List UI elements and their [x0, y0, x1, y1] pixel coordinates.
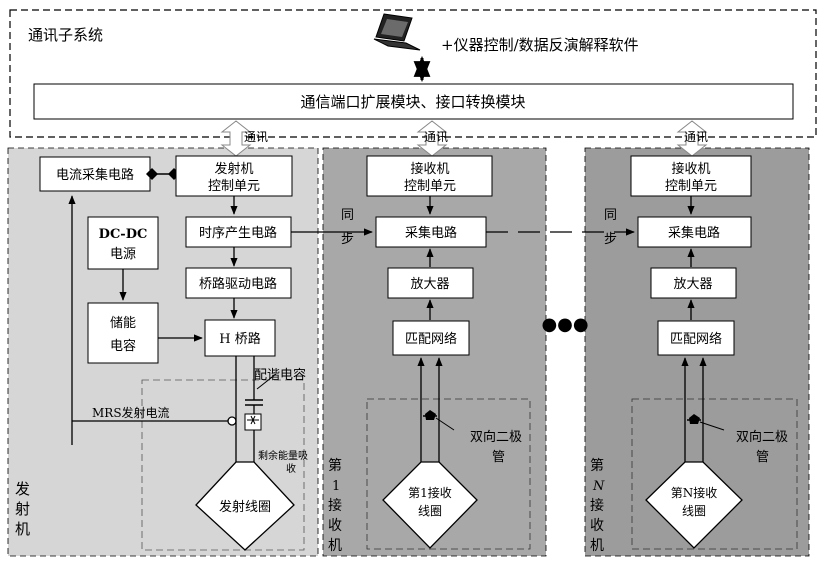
rxN-control-unit-box — [630, 155, 752, 197]
comm-subsystem-border — [9, 9, 817, 138]
tx-coil-shape — [195, 461, 295, 551]
rx1-amplifier-box — [387, 267, 474, 299]
h-bridge-label: H 桥路 — [219, 331, 260, 347]
sync-label-2a: 同 — [604, 208, 617, 223]
ellipsis-dots: ●●● — [541, 314, 588, 335]
rxN-diode-leader — [699, 421, 725, 431]
tuning-cap-leader — [256, 373, 277, 390]
rxN-side-label-3: 接 — [590, 497, 604, 514]
laptop-icon — [373, 13, 421, 51]
mrs-current-label: MRS发射电流 — [92, 405, 170, 420]
residual-energy-line2: 收 — [286, 462, 296, 475]
rxN-coil-line2: 线圈 — [682, 504, 706, 518]
residual-energy-line1: 剩余能量吸 — [258, 449, 308, 462]
dcdc-box — [87, 216, 159, 270]
tx-control-unit-line2: 控制单元 — [208, 179, 260, 194]
rxN-amplifier-box — [650, 267, 737, 299]
rxN-acquisition-box — [637, 216, 752, 248]
timing-label: 时序产生电路 — [199, 225, 277, 241]
rxN-acquisition-label: 采集电路 — [668, 225, 720, 241]
storage-cap-line1: 储能 — [110, 316, 136, 331]
rxN-side-label-5: 机 — [590, 538, 604, 554]
dcdc-line2: 电源 — [110, 247, 136, 262]
rxN-matching-box — [657, 320, 735, 356]
current-sensor-icon — [227, 416, 237, 426]
rx1-acquisition-label: 采集电路 — [405, 225, 457, 241]
comm-link-rxN-label: 通讯 — [684, 130, 708, 144]
rxN-coil-area — [631, 398, 798, 550]
rx1-side-label-2: 1 — [332, 479, 340, 494]
rx1-diode-line1: 双向二极 — [470, 429, 522, 445]
rxN-amplifier-label: 放大器 — [673, 277, 712, 292]
tuning-cap-label: 配谐电容 — [254, 367, 306, 383]
rx1-amplifier-label: 放大器 — [410, 277, 449, 292]
rx1-coil-shape — [382, 461, 478, 549]
rx1-matching-label: 匹配网络 — [405, 331, 457, 347]
rx1-diode-leader — [435, 417, 455, 431]
h-bridge-box — [204, 319, 276, 357]
timing-box — [185, 216, 292, 248]
sync-label-1a: 同 — [341, 208, 354, 223]
sync-label-2b: 步 — [604, 232, 617, 247]
port-module-box — [33, 83, 794, 120]
bridge-driver-box — [185, 267, 292, 299]
tx-side-label-3: 机 — [15, 520, 30, 538]
rxN-diode-line2: 管 — [756, 450, 769, 465]
rxN-coil-shape — [645, 461, 743, 549]
tx-coil-label: 发射线圈 — [219, 499, 271, 515]
tx-coil-area — [141, 379, 305, 551]
port-module-label: 通信端口扩展模块、接口转换模块 — [300, 93, 525, 111]
software-label: +仪器控制/数据反演解释软件 — [441, 36, 639, 54]
sync-label-1b: 步 — [341, 232, 354, 247]
rxN-matching-label: 匹配网络 — [670, 331, 722, 347]
rxN-coil-line1: 第N接收 — [671, 485, 718, 500]
comm-link-tx: 通讯 — [220, 120, 268, 157]
rx1-side-label-5: 机 — [328, 538, 342, 554]
storage-cap-line2: 电容 — [110, 338, 136, 354]
rx1-coil-area — [366, 398, 531, 550]
comm-link-rx1-label: 通讯 — [424, 130, 448, 144]
comm-subsystem-title: 通讯子系统 — [28, 26, 103, 44]
rx1-coil-line1: 第1接收 — [408, 485, 452, 500]
rxN-side-label-2: N — [592, 479, 605, 494]
rx1-diode-line2: 管 — [492, 450, 505, 465]
rxN-diode-line1: 双向二极 — [736, 429, 788, 445]
current-circuit-label: 电流采集电路 — [56, 167, 134, 183]
current-circuit-box — [39, 156, 151, 192]
storage-cap-box — [87, 302, 159, 364]
rx1-side-label-3: 接 — [328, 497, 342, 514]
rx1-diode-icon — [423, 410, 437, 420]
rx1-side-label-1: 第 — [328, 457, 342, 474]
rxN-control-unit-line2: 控制单元 — [665, 179, 717, 194]
rx1-control-unit-line1: 接收机 — [410, 161, 449, 177]
bridge-driver-label: 桥路驱动电路 — [199, 276, 277, 292]
comm-link-rx1: 通讯 — [416, 120, 448, 157]
comm-link-tx-label: 通讯 — [244, 130, 268, 144]
rxN-side-label-1: 第 — [590, 457, 604, 474]
rx1-coil-line2: 线圈 — [418, 504, 442, 518]
rxN-control-unit-line1: 接收机 — [671, 161, 710, 177]
tx-side-label-2: 射 — [15, 500, 30, 518]
tx-side-label-1: 发 — [15, 480, 30, 498]
rxN-side-label-4: 收 — [590, 518, 604, 534]
tx-control-unit-line1: 发射机 — [214, 161, 253, 177]
residual-absorber-icon — [244, 413, 262, 431]
rx1-matching-box — [392, 320, 470, 356]
rx1-side-label-4: 收 — [328, 518, 342, 534]
rx1-control-unit-line2: 控制单元 — [404, 179, 456, 194]
dcdc-line1: DC-DC — [99, 227, 148, 242]
rxN-diode-icon — [687, 414, 701, 424]
